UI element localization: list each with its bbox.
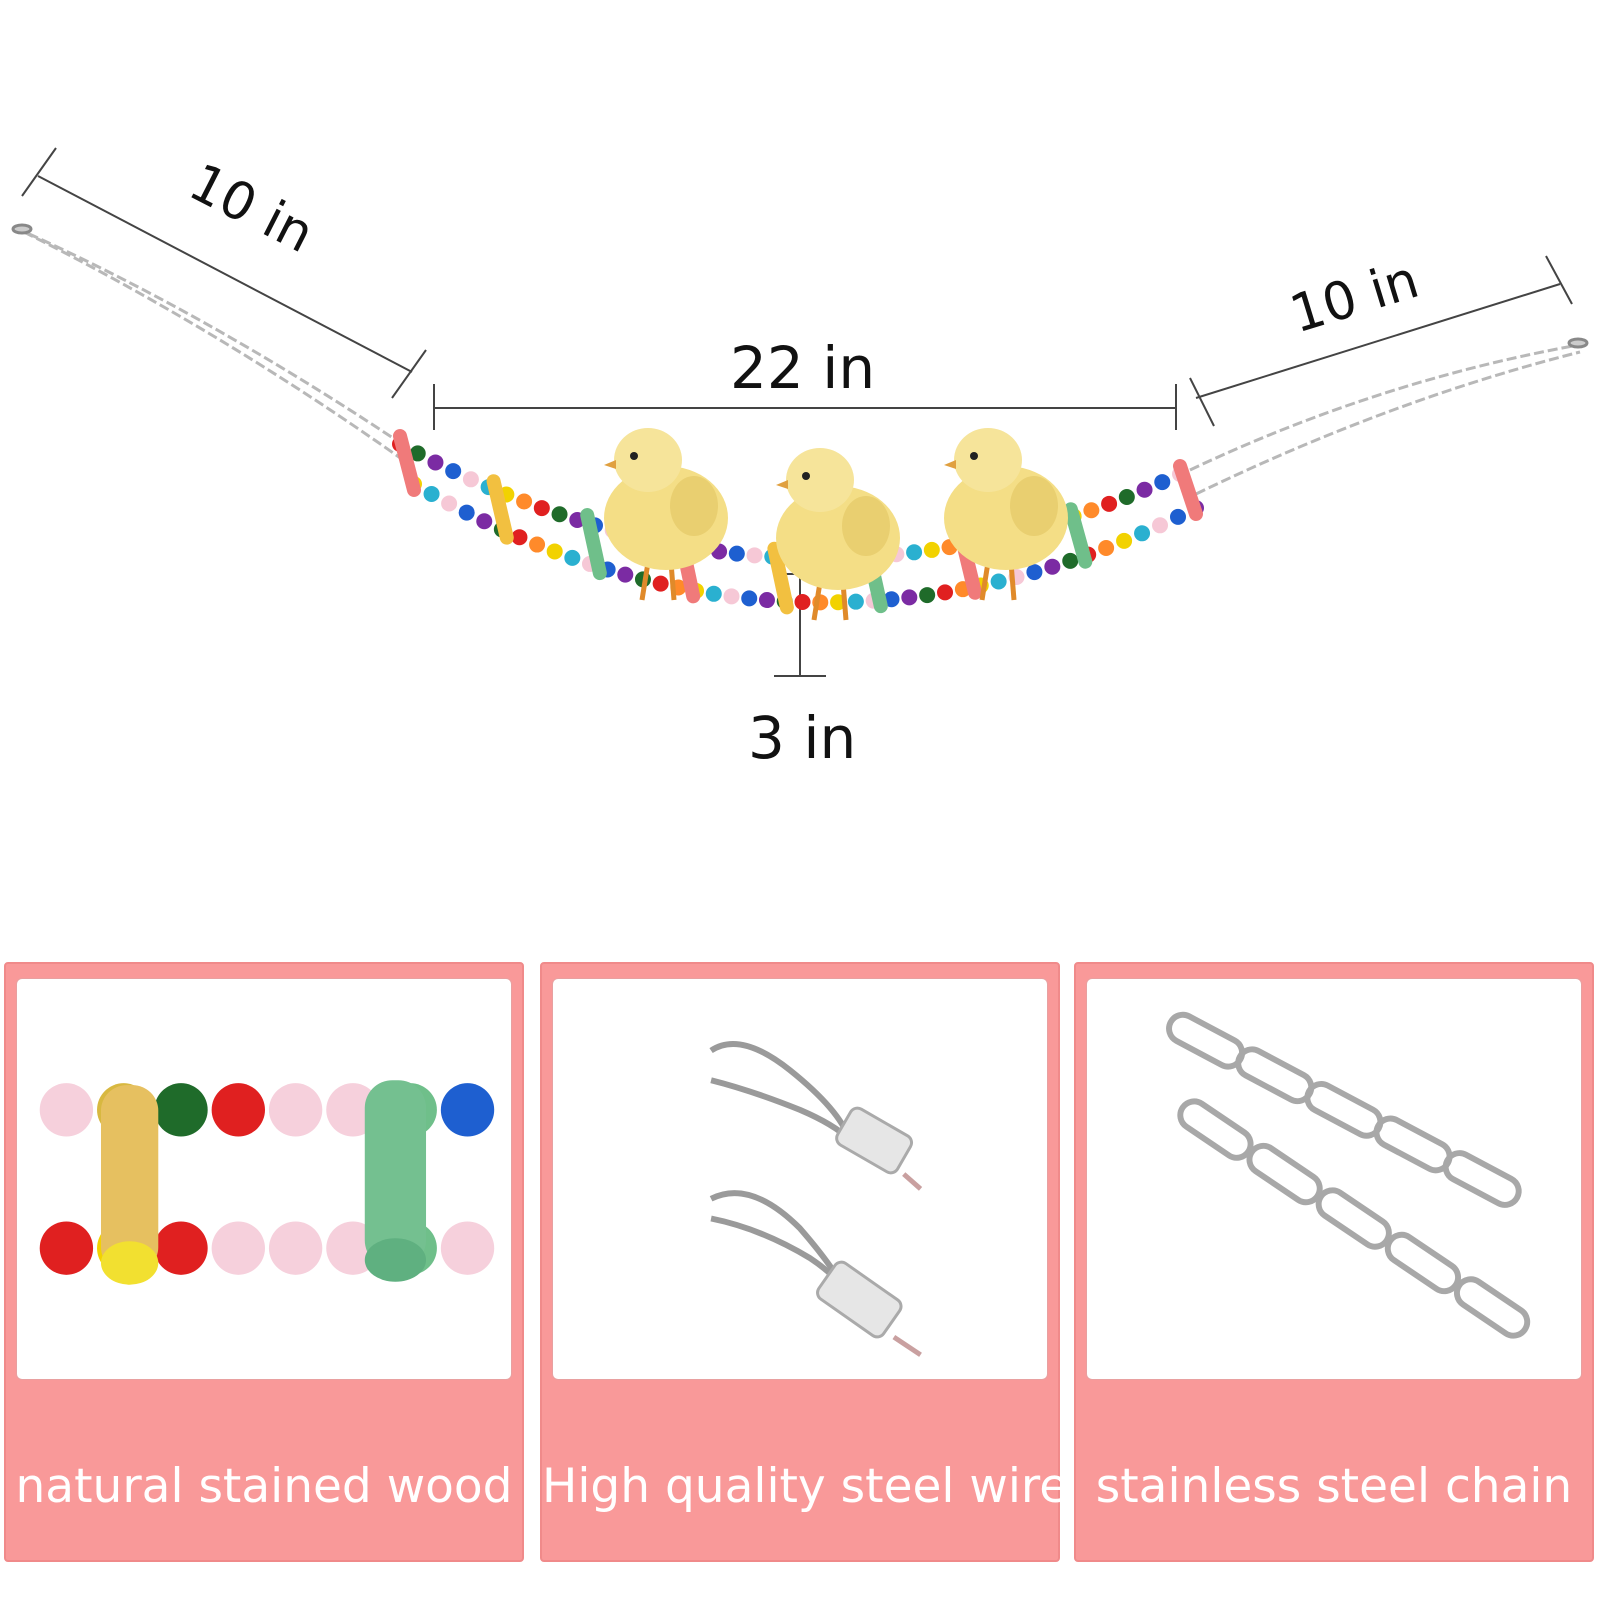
left-dimension-line	[21, 147, 427, 399]
center-dimension-line	[433, 384, 1177, 430]
bead-pair	[728, 545, 758, 607]
panel-wire: High quality steel wire	[540, 962, 1069, 1562]
wood-rung	[1173, 459, 1203, 521]
chick	[776, 448, 900, 621]
bird-ladder-illustration: 10 in 22 in 10 in 3 in	[11, 147, 1589, 772]
depth-dimension-label: 3 in	[748, 704, 856, 772]
bead-pair	[533, 500, 563, 560]
center-dimension-label: 22 in	[730, 334, 875, 402]
steel-chain-icon	[1166, 1011, 1531, 1339]
chick	[944, 428, 1068, 601]
wood-rung	[1063, 502, 1093, 569]
right-dimension-label: 10 in	[1284, 250, 1426, 345]
bead-pair	[746, 547, 775, 609]
bead-pair	[1118, 488, 1151, 542]
bead-pair	[906, 544, 936, 604]
wood-rung	[580, 508, 607, 581]
wood-rung	[486, 474, 514, 545]
panel-caption-chain: stainless steel chain	[1095, 1459, 1573, 1514]
wood-beads-icon	[39, 1080, 495, 1285]
chick	[604, 428, 728, 601]
steel-wire-loop-icon	[709, 1041, 923, 1357]
bead-pair	[445, 463, 475, 521]
panel-caption-wood: natural stained wood	[15, 1459, 513, 1514]
panel-caption-wire: High quality steel wire	[542, 1459, 1069, 1514]
left-chain	[11, 223, 407, 464]
right-dimension-line	[1189, 255, 1573, 427]
bead-pair	[516, 493, 546, 553]
chicks	[604, 428, 1068, 621]
panel-wood: natural stained wood	[4, 962, 524, 1562]
bead-pair	[1154, 474, 1187, 525]
bead-pair	[551, 506, 581, 566]
bead-pair	[462, 471, 493, 530]
bead-pair	[409, 445, 440, 502]
wood-rung	[393, 429, 421, 497]
bead-pair	[1136, 481, 1169, 534]
wood-rung	[767, 541, 794, 615]
wood-detail-image	[16, 978, 512, 1380]
right-chain	[1189, 337, 1589, 496]
chain-detail-image	[1086, 978, 1582, 1380]
bead-pair	[1083, 502, 1115, 556]
bead-pair	[427, 454, 458, 512]
wire-detail-image	[552, 978, 1048, 1380]
bead-pair	[1101, 495, 1133, 549]
bead-pair	[923, 541, 954, 601]
panel-chain: stainless steel chain	[1074, 962, 1594, 1562]
left-dimension-label: 10 in	[180, 153, 323, 266]
